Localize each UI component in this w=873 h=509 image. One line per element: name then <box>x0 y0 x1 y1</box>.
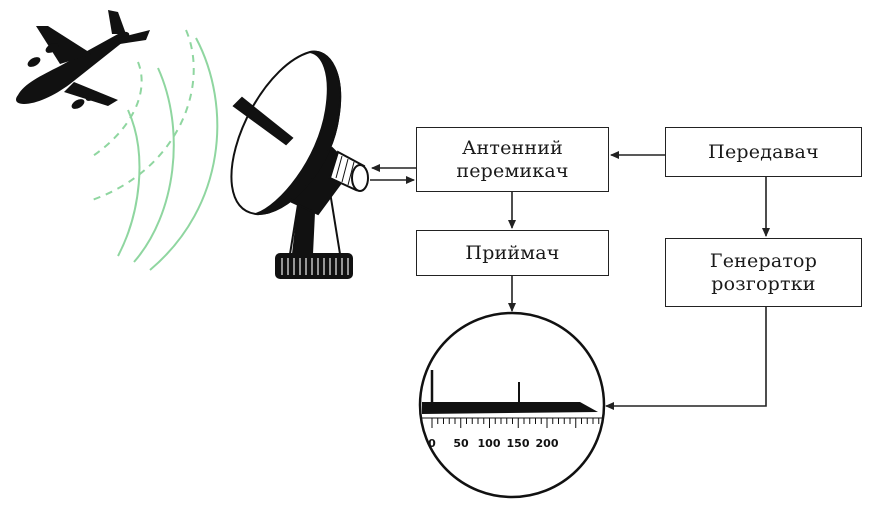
arrow-sweep-to-display <box>605 307 767 410</box>
scale-ticks <box>422 417 602 428</box>
receiver-label: Приймач <box>465 241 560 264</box>
transmitter-label: Передавач <box>708 140 819 163</box>
signal-paths <box>370 151 770 410</box>
reflected-waves <box>89 29 195 201</box>
scale-label-200: 200 <box>536 437 559 450</box>
antenna-switch-block: Антенний перемикач <box>416 127 609 192</box>
sweep-generator-line1: Генератор <box>709 249 818 272</box>
scale-label-50: 50 <box>453 437 469 450</box>
sweep-generator-line2: розгортки <box>711 272 816 295</box>
oscilloscope-screen-icon: 0 50 100 150 200 <box>418 311 606 499</box>
transmitter-block: Передавач <box>665 127 862 177</box>
antenna-switch-line1: Антенний <box>461 136 564 159</box>
scale-label-150: 150 <box>507 437 530 450</box>
radar-dish-icon <box>230 50 369 279</box>
scale-label-100: 100 <box>478 437 501 450</box>
receiver-block: Приймач <box>416 230 609 276</box>
antenna-switch-line2: перемикач <box>456 159 569 182</box>
sweep-generator-block: Генератор розгортки <box>665 238 862 307</box>
emitted-waves <box>117 37 219 271</box>
scale-label-0: 0 <box>428 437 436 450</box>
airplane-icon <box>16 10 150 109</box>
